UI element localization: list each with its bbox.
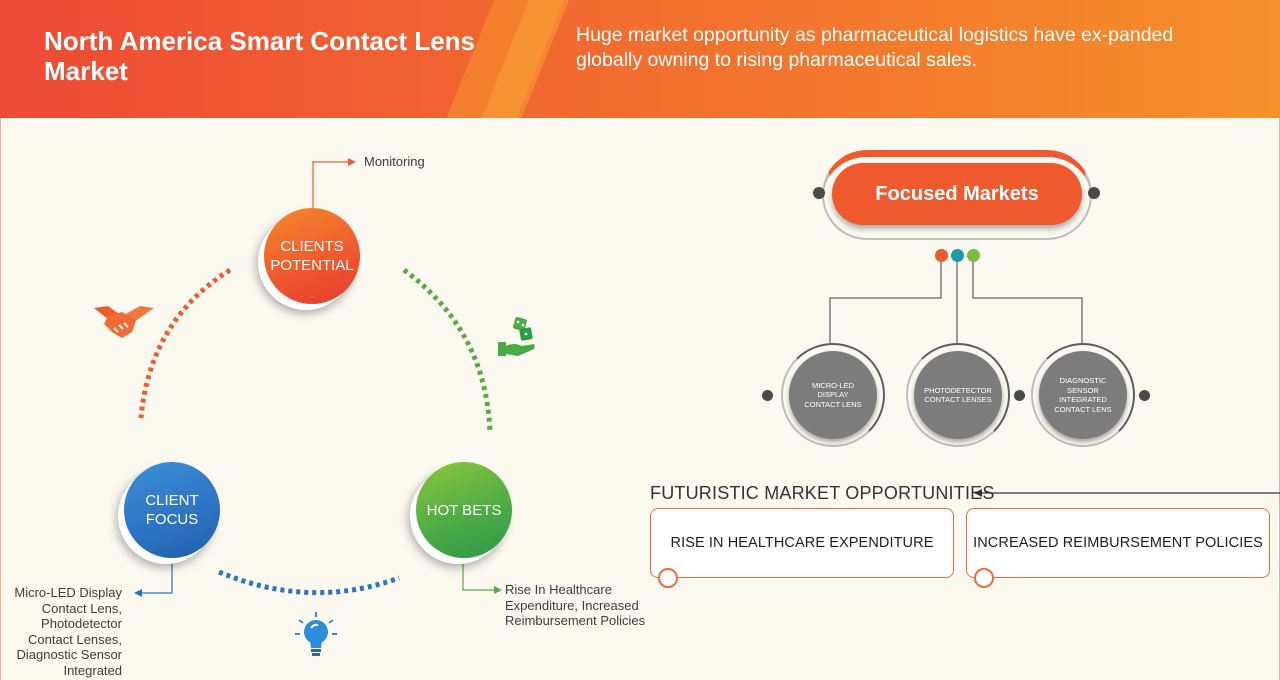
monitoring-label: Monitoring [364, 154, 425, 169]
hot-bets-detail: Rise In Healthcare Expenditure, Increase… [505, 582, 646, 628]
monitoring-connector [312, 161, 348, 208]
opportunity-marker [658, 568, 678, 588]
client-focus-circle: CLIENT FOCUS [124, 462, 220, 558]
connector-dot [1088, 187, 1100, 199]
segment-label: DIAGNOSTIC SENSOR INTEGRATED CONTACT LEN… [1054, 376, 1112, 414]
connector-dot [1014, 390, 1025, 401]
segment-label: MICRO-LED DISPLAY CONTACT LENS [804, 380, 862, 409]
page-subtitle: Huge market opportunity as pharmaceutica… [576, 24, 1174, 71]
client-focus-detail: Micro-LED Display Contact Lens, Photodet… [14, 585, 122, 678]
opportunities-arrow [974, 489, 1280, 497]
lightbulb-icon [293, 612, 339, 667]
page-title: North America Smart Contact Lens Market [44, 26, 476, 86]
opportunities-title: FUTURISTIC MARKET OPPORTUNITIES [650, 483, 995, 503]
money-dice-icon [496, 316, 538, 365]
segment-connectors [829, 262, 1083, 345]
arc-green-dotted [402, 267, 493, 433]
handshake-icon [92, 302, 156, 347]
arc-orange-dotted [138, 267, 232, 419]
color-dot-teal [951, 249, 964, 262]
opportunity-card: INCREASED REIMBURSEMENT POLICIES [966, 508, 1270, 578]
opportunity-marker [974, 568, 994, 588]
segment-ring [906, 343, 1010, 447]
connector-dot [1139, 390, 1150, 401]
color-dot-red [935, 249, 948, 262]
arc-blue-dotted [218, 569, 400, 596]
header-banner: North America Smart Contact Lens Market … [0, 0, 1280, 118]
segment-diagnostic-sensor: DIAGNOSTIC SENSOR INTEGRATED CONTACT LEN… [1039, 351, 1127, 439]
connector-dot [813, 187, 825, 199]
segment-ring [1031, 343, 1135, 447]
opportunity-label: RISE IN HEALTHCARE EXPENDITURE [670, 535, 934, 551]
opportunity-label: INCREASED REIMBURSEMENT POLICIES [973, 535, 1263, 551]
clients-potential-label: CLIENTS POTENTIAL [270, 238, 354, 274]
hot-bets-label: HOT BETS [426, 501, 502, 519]
color-dot-green [967, 249, 980, 262]
segment-ring [781, 343, 885, 447]
client-focus-label: CLIENT FOCUS [145, 492, 199, 528]
focus-connector [142, 558, 173, 594]
focused-markets-title: Focused Markets [832, 163, 1082, 225]
opportunity-card: RISE IN HEALTHCARE EXPENDITURE [650, 508, 954, 578]
segment-micro-led: MICRO-LED DISPLAY CONTACT LENS [789, 351, 877, 439]
segment-label: PHOTODETECTOR CONTACT LENSES [924, 385, 992, 405]
hot-bets-circle: HOT BETS [416, 462, 512, 558]
clients-potential-circle: CLIENTS POTENTIAL [264, 208, 360, 304]
connector-dot [762, 390, 773, 401]
segment-photodetector: PHOTODETECTOR CONTACT LENSES [914, 351, 1002, 439]
hot-connector [462, 558, 494, 591]
cycle-connectors [134, 158, 502, 597]
